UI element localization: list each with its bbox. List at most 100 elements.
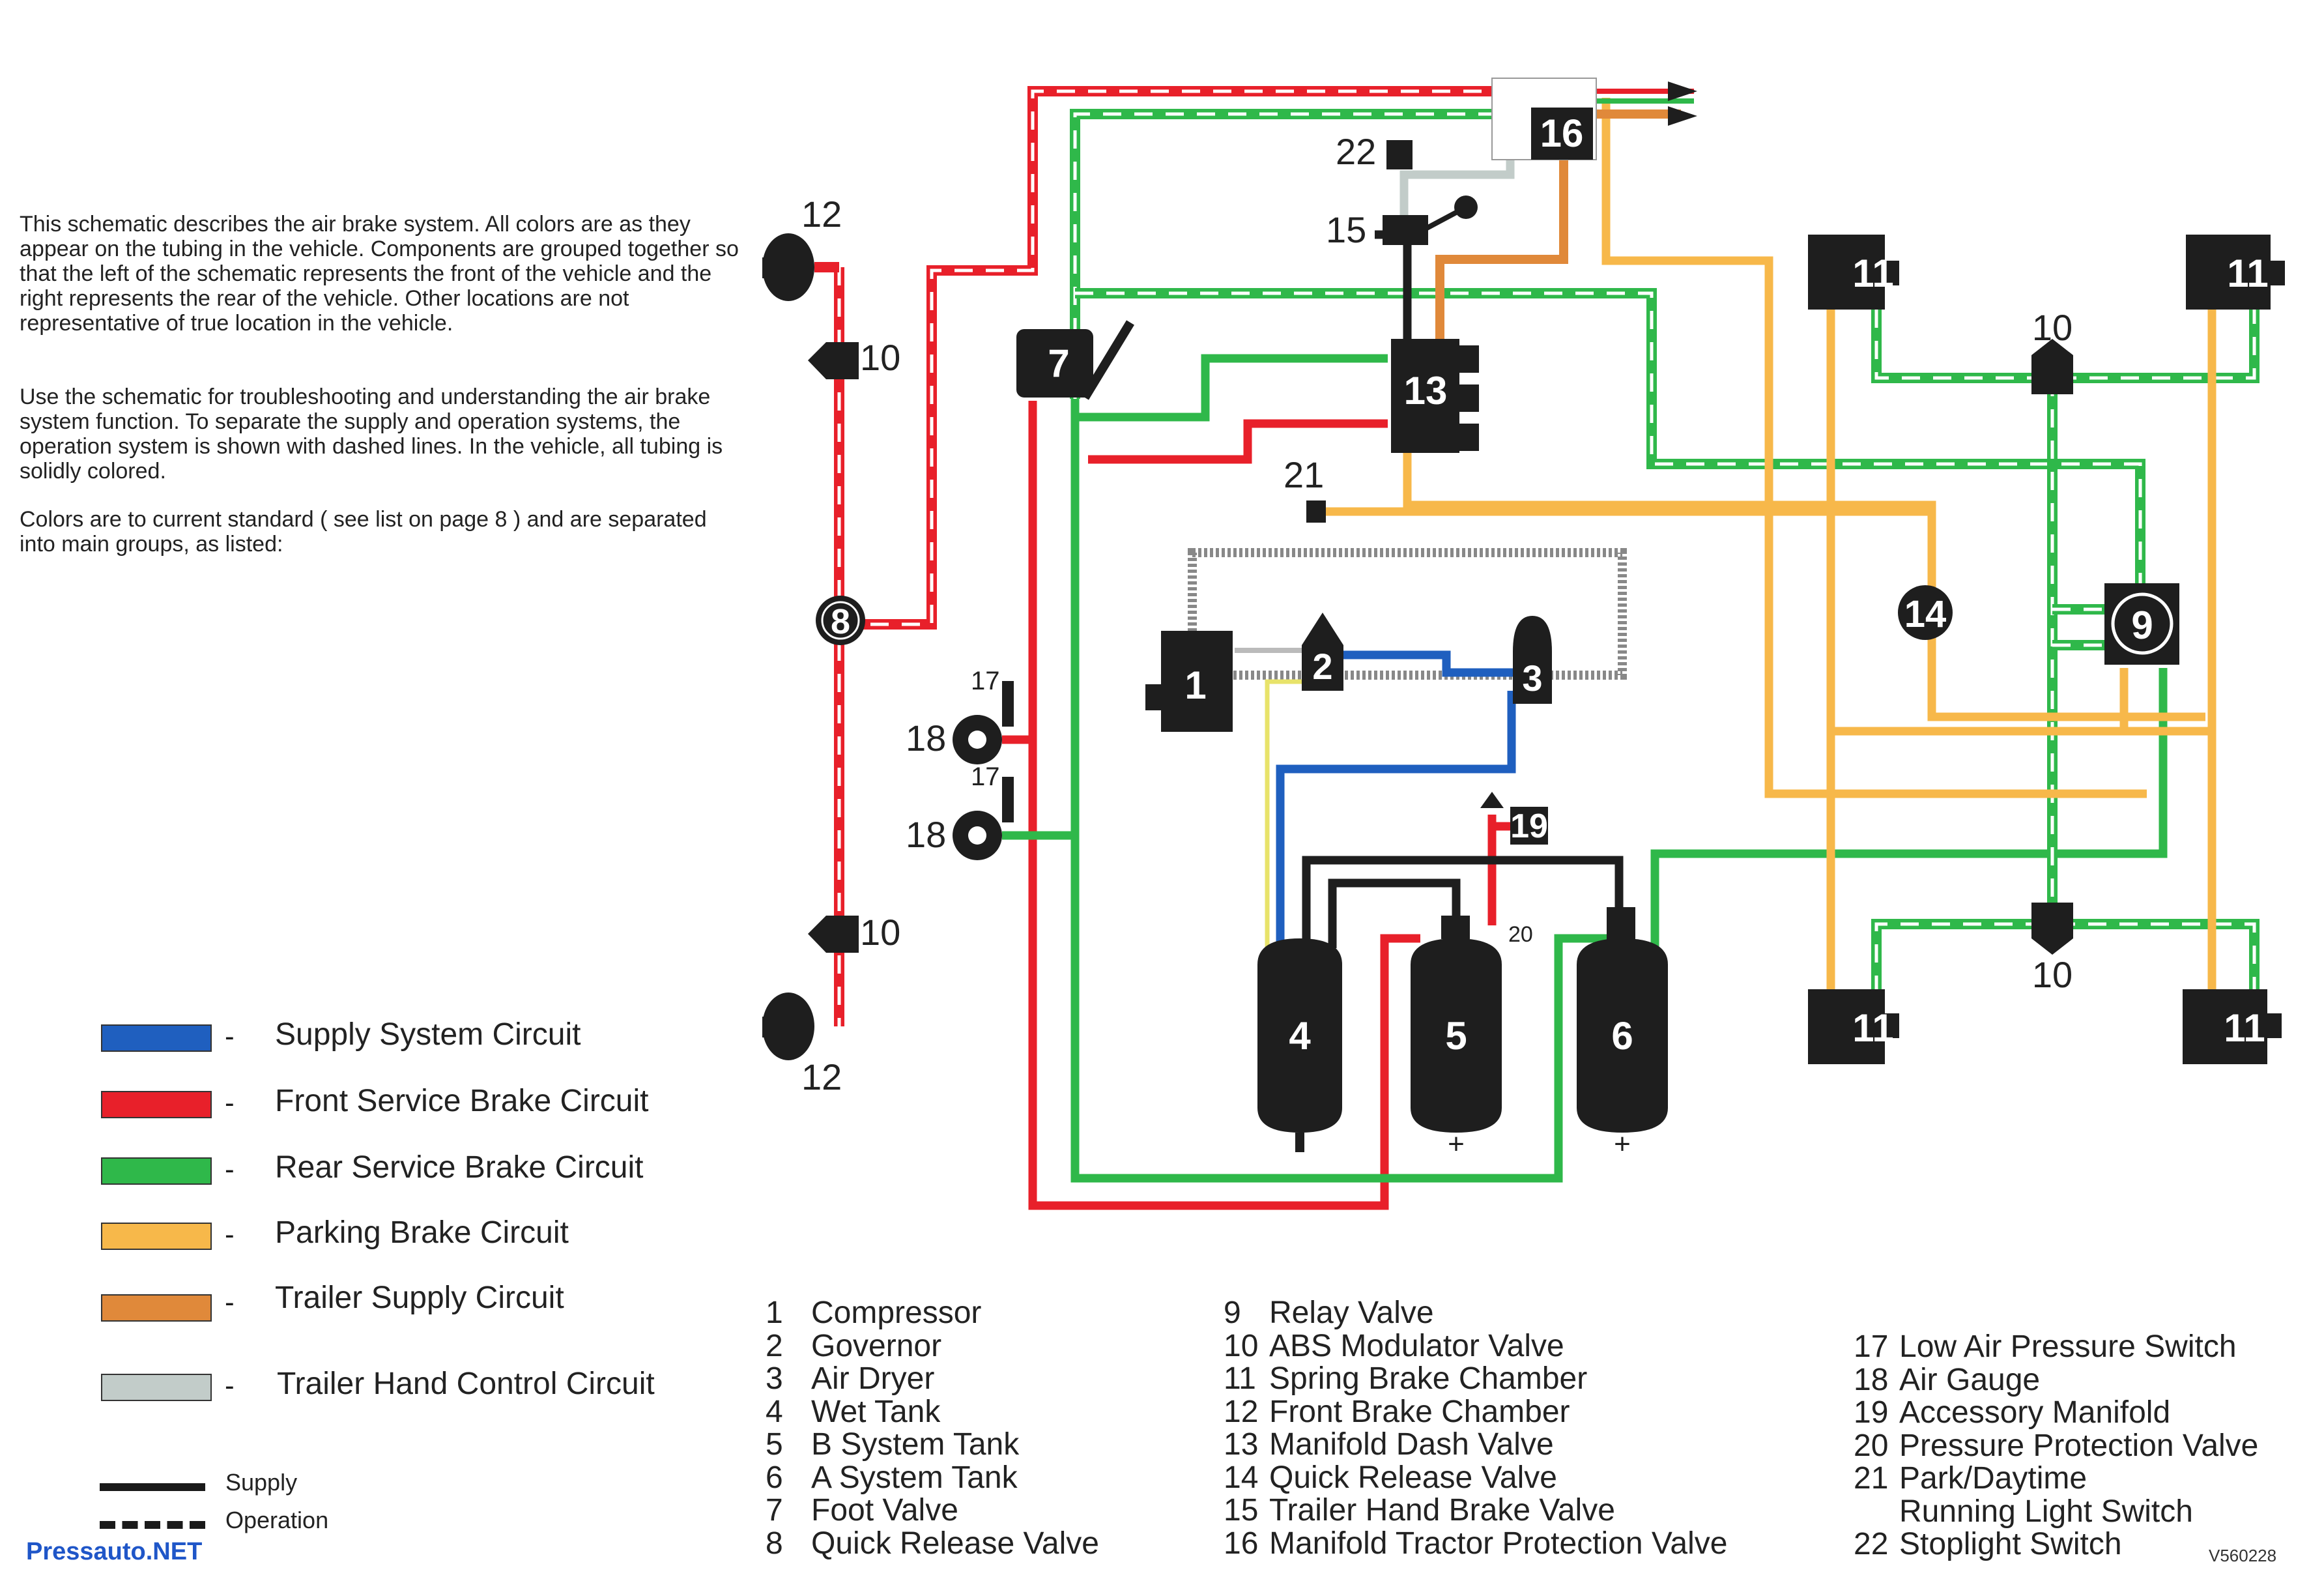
component-label-14: 14	[1904, 593, 1947, 635]
compressor: 1	[1145, 631, 1233, 732]
legend-swatch	[101, 1024, 212, 1052]
front-operation-lines	[814, 86, 1492, 1026]
foot-valve: 7	[1016, 320, 1134, 400]
part-name: Spring Brake Chamber	[1269, 1361, 1588, 1396]
legend-dash: -	[225, 1021, 235, 1052]
part-number: 1	[766, 1296, 783, 1330]
low-air-switch-1: 17	[971, 667, 1014, 727]
part-name: A System Tank	[811, 1460, 1018, 1495]
component-label-10a: 10	[860, 337, 900, 378]
parts-list-item: 21 Park/Daytime	[1854, 1462, 2258, 1496]
a-system-tank: + 6	[1577, 907, 1668, 1160]
parking-lines	[1306, 98, 2216, 994]
description-paragraph-1: This schematic describes the air brake s…	[20, 212, 739, 336]
component-label-4: 4	[1289, 1014, 1311, 1058]
part-name: Air Dryer	[811, 1361, 935, 1396]
part-name: Wet Tank	[811, 1394, 941, 1429]
legend-swatch	[101, 1223, 212, 1250]
parts-list-column-2: 9 Relay Valve 10 ABS Modulator Valve 11 Spr…	[1224, 1296, 1728, 1561]
component-label-15: 15	[1326, 209, 1366, 250]
supply-circuit-lines	[1276, 650, 1518, 948]
legend-label: Supply System Circuit	[275, 1017, 581, 1052]
solid-line-sample	[100, 1483, 205, 1491]
quick-release-valve-rear: 14	[1898, 585, 1953, 640]
pressure-protection-valve: 20	[1508, 922, 1533, 947]
part-number: 11	[1224, 1361, 1256, 1396]
part-number: 14	[1224, 1460, 1259, 1495]
parts-list-item: 14 Quick Release Valve	[1224, 1460, 1727, 1495]
manifold-dash-valve: 13	[1391, 339, 1479, 453]
trailer-connection-arrows	[1668, 81, 1697, 126]
component-label-12b: 12	[801, 1056, 842, 1097]
component-label-21: 21	[1284, 454, 1324, 495]
component-label-18a: 18	[906, 717, 946, 759]
spring-brake-chamber-rear-right: 11	[2183, 989, 2282, 1064]
part-number: 8	[766, 1526, 783, 1561]
part-name: Front Brake Chamber	[1269, 1394, 1570, 1429]
part-name: Air Gauge	[1899, 1362, 2041, 1397]
component-label-10b: 10	[860, 912, 900, 953]
legend-swatch	[101, 1374, 212, 1401]
part-number: 19	[1854, 1395, 1889, 1430]
legend-swatch	[101, 1091, 212, 1118]
relay-valve: 9	[2104, 583, 2179, 665]
part-name: Manifold Tractor Protection Valve	[1269, 1526, 1728, 1561]
park-daytime-switch: 21	[1284, 454, 1326, 523]
part-name: Pressure Protection Valve	[1899, 1428, 2259, 1463]
legend-label: Parking Brake Circuit	[275, 1215, 569, 1250]
document-code: V560228	[2209, 1546, 2277, 1565]
rear-service-lines	[1002, 354, 2168, 1183]
tractor-protection-valve: 16	[1491, 78, 1597, 160]
part-number: 9	[1224, 1296, 1241, 1330]
part-number: 16	[1224, 1526, 1259, 1561]
part-name: Low Air Pressure Switch	[1899, 1329, 2237, 1364]
description-paragraph-3: Colors are to current standard ( see lis…	[20, 507, 707, 557]
part-number: 3	[766, 1361, 783, 1396]
part-name: Running Light Switch	[1899, 1494, 2193, 1529]
svg-text:+: +	[1448, 1128, 1465, 1160]
low-air-switch-2: 17	[971, 762, 1014, 822]
part-name: Quick Release Valve	[1269, 1460, 1557, 1495]
description-paragraph-2: Use the schematic for troubleshooting an…	[20, 384, 723, 484]
trailer-supply-lines	[1435, 109, 1681, 339]
part-number: 21	[1854, 1461, 1889, 1496]
parts-list-item: 22 Stoplight Switch	[1854, 1528, 2258, 1561]
line-key-operation-label: Operation	[225, 1507, 329, 1533]
part-number: 17	[1854, 1329, 1889, 1364]
trailer-hand-valve: 15	[1326, 196, 1478, 250]
air-gauge-2: 18	[906, 811, 1002, 860]
part-number: 10	[1224, 1328, 1259, 1363]
parts-list-item: 15 Trailer Hand Brake Valve	[1224, 1494, 1727, 1528]
legend-dash: -	[225, 1286, 235, 1318]
abs-modulator-front-bottom: 10	[808, 912, 900, 953]
part-name: Manifold Dash Valve	[1269, 1427, 1554, 1462]
abs-modulator-rear-bottom: 10	[2031, 903, 2073, 995]
legend-dash: -	[225, 1219, 235, 1251]
part-name: Stoplight Switch	[1899, 1527, 2122, 1561]
component-label-10d: 10	[2032, 954, 2073, 995]
component-label-19: 19	[1510, 807, 1548, 845]
wet-tank: 4	[1257, 938, 1342, 1152]
component-label-11a: 11	[1852, 252, 1893, 295]
part-number: 20	[1854, 1428, 1889, 1463]
legend-label: Trailer Hand Control Circuit	[277, 1367, 655, 1401]
watermark: Pressauto.NET	[26, 1538, 203, 1565]
part-name: Relay Valve	[1269, 1296, 1434, 1330]
governor-lines	[1235, 648, 1306, 948]
part-name: Trailer Hand Brake Valve	[1269, 1493, 1615, 1528]
part-number: 18	[1854, 1362, 1889, 1397]
part-number: 15	[1224, 1493, 1259, 1528]
component-label-7: 7	[1048, 341, 1069, 385]
svg-text:+: +	[1614, 1128, 1631, 1160]
component-label-11c: 11	[1852, 1006, 1893, 1050]
component-label-8: 8	[831, 602, 850, 641]
air-gauge-1: 18	[906, 715, 1002, 764]
part-name: Park/Daytime	[1899, 1461, 2087, 1496]
part-name: ABS Modulator Valve	[1269, 1328, 1564, 1363]
part-number: 22	[1854, 1527, 1889, 1561]
component-label-3: 3	[1522, 658, 1542, 699]
